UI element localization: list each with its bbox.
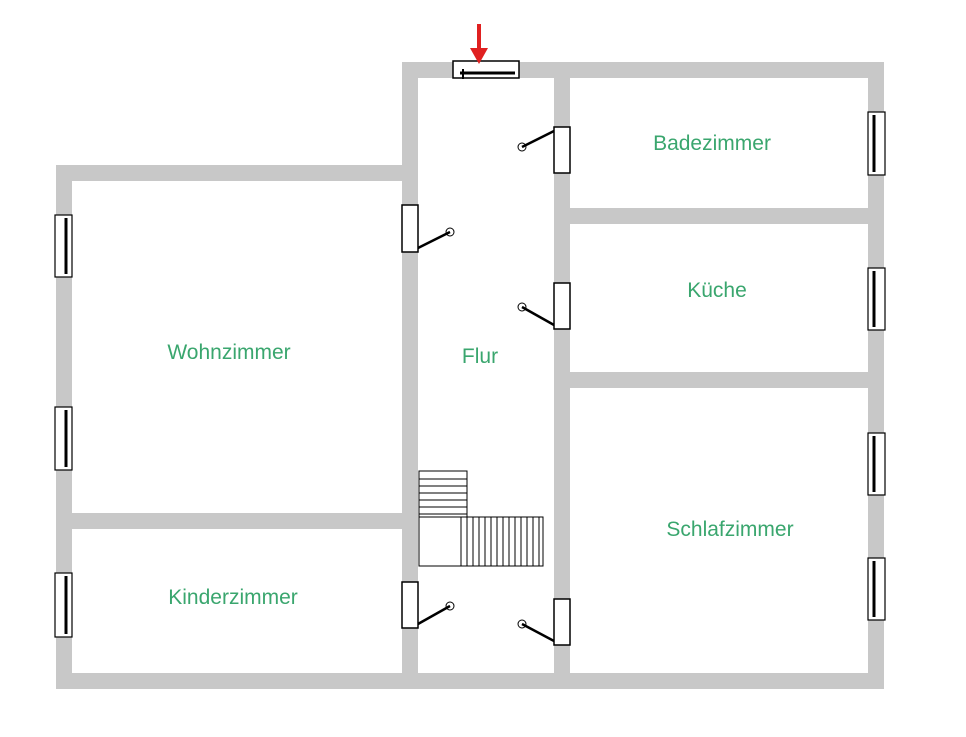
room-label-kinderzimmer: Kinderzimmer bbox=[168, 586, 298, 609]
room-label-schlafzimmer: Schlafzimmer bbox=[666, 518, 794, 541]
room-label-wohnzimmer: Wohnzimmer bbox=[167, 341, 291, 364]
windows bbox=[54, 111, 886, 638]
interior-doors bbox=[401, 126, 571, 646]
entrance-arrow-icon bbox=[470, 24, 488, 64]
entrance-door bbox=[452, 60, 520, 79]
room-label-kueche: Küche bbox=[687, 279, 747, 302]
staircase bbox=[418, 470, 544, 567]
walls bbox=[56, 62, 884, 689]
room-label-flur: Flur bbox=[461, 345, 499, 368]
room-label-badezimmer: Badezimmer bbox=[653, 132, 771, 155]
